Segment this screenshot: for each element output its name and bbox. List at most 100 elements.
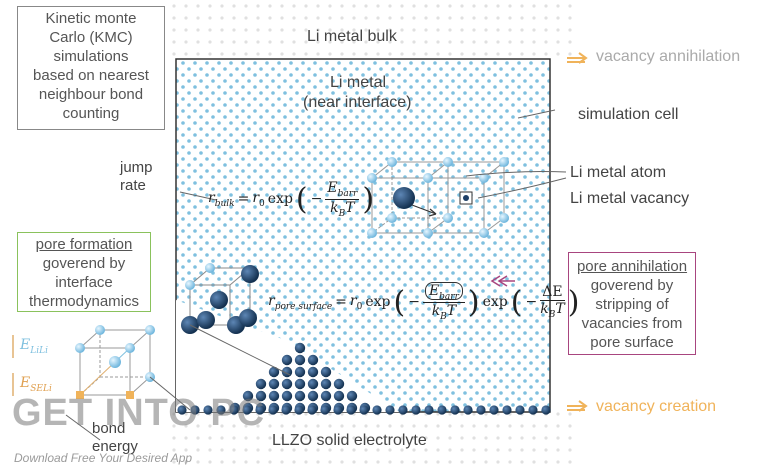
interface-atom [450, 405, 460, 415]
eq-exp: exp [365, 294, 391, 311]
pore-atom [294, 366, 306, 378]
label-li-metal-bulk: Li metal bulk [307, 28, 397, 45]
pore-surface-cube-atoms [181, 263, 259, 334]
eq-exp: exp [267, 191, 293, 208]
interface-atom [177, 405, 187, 415]
pore-annihilation-line: pore surface [590, 334, 674, 351]
eq-fraction: Ebarr kBT [325, 180, 360, 219]
interface-atom [268, 405, 278, 415]
eq-r0: r0 [252, 189, 265, 209]
interface-atom [528, 405, 538, 415]
label-li-metal-vacancy: Li metal vacancy [570, 190, 690, 207]
pore-atom [333, 390, 345, 402]
pore-atom [307, 378, 319, 390]
pore-annihilation-box: pore annihilation goverend by stripping … [568, 252, 696, 355]
interface-atom [320, 405, 330, 415]
interface-atom [411, 405, 421, 415]
interface-atom [333, 405, 343, 415]
label-li-metal-atom: Li metal atom [570, 164, 667, 181]
pore-atom [255, 390, 267, 402]
pore-formation-box: pore formation goverend by interface the… [17, 232, 151, 312]
pore-atom [255, 378, 267, 390]
kmc-line: based on nearest [33, 67, 149, 84]
interface-atom [502, 405, 512, 415]
pore-atom [268, 378, 280, 390]
label-li-metal: Li metal [330, 74, 387, 91]
electrolyte-lattice [165, 412, 575, 471]
label-vacancy-annihilation: vacancy annihilation [596, 48, 741, 65]
pore-atom [294, 342, 306, 354]
interface-atom [372, 405, 382, 415]
vacancy-arrows [567, 52, 588, 412]
interface-atom-row [177, 405, 551, 415]
pore-surface-rate-equation: rpore surface = r0 exp ( − Ebarr kBT ) e… [268, 282, 580, 322]
kmc-line: Kinetic monte [45, 10, 137, 27]
pore-atom [307, 354, 319, 366]
label-jump: jump [120, 159, 153, 176]
interface-atom [437, 405, 447, 415]
pore-formation-line: thermodynamics [28, 293, 140, 310]
kmc-line: neighbour bond [38, 86, 144, 103]
label-rate: rate [120, 177, 146, 194]
kmc-description-box: Kinetic monte Carlo (KMC) simulations ba… [17, 6, 165, 130]
pore-atom [281, 378, 293, 390]
interface-atom [515, 405, 525, 415]
label-llzo: LLZO solid electrolyte [272, 432, 427, 449]
pore-atom [320, 390, 332, 402]
interface-atom [463, 405, 473, 415]
kmc-line: counting [62, 105, 120, 122]
pore-annihilation-title: pore annihilation [576, 258, 688, 275]
e-lili-label: ELiLi [20, 337, 48, 356]
pore-annihilation-line: stripping of [595, 296, 669, 313]
interface-atom [216, 405, 226, 415]
pore-atom [320, 366, 332, 378]
eq-exp: exp [482, 294, 508, 311]
bulk-lattice-top [165, 0, 575, 60]
pore-atom [333, 378, 345, 390]
pore-formation-title: pore formation [35, 236, 133, 253]
pore-atom [294, 354, 306, 366]
label-vacancy-creation: vacancy creation [596, 398, 717, 415]
eq-fraction-delta: ΔE kBT [540, 284, 565, 321]
pore-atom [281, 354, 293, 366]
interface-atom [307, 405, 317, 415]
pore-atom [281, 390, 293, 402]
bulk-hop-atoms [367, 157, 509, 238]
eq-bulk-lhs: rbulk [208, 189, 235, 209]
interface-atom [190, 405, 200, 415]
interface-atom [294, 405, 304, 415]
eq-pore-lhs: rpore surface [268, 292, 333, 312]
interface-atom [281, 405, 291, 415]
pore-formation-line: interface [55, 274, 113, 291]
interface-atom [489, 405, 499, 415]
interface-atom [346, 405, 356, 415]
e-seli-label: ESELi [20, 375, 52, 394]
pore-formation-line: goverend by [42, 255, 126, 272]
kmc-line: simulations [53, 48, 129, 65]
interface-atom [255, 405, 265, 415]
pore-atom [307, 366, 319, 378]
interface-atom [229, 405, 239, 415]
pore-atom [294, 390, 306, 402]
pore-atom [320, 378, 332, 390]
annihilation-arrow [490, 275, 515, 287]
interface-atom [541, 405, 551, 415]
interface-atom [203, 405, 213, 415]
pore-atom [294, 378, 306, 390]
interface-atom [424, 405, 434, 415]
leader-lines [65, 109, 567, 441]
watermark-tagline: Download Free Your Desired App [14, 451, 193, 465]
pore-atom [307, 390, 319, 402]
pore-atom [346, 390, 358, 402]
watermark-title: GET INTO PC [12, 392, 266, 434]
bulk-rate-equation: rbulk = r0 exp ( − Ebarr kBT ) [208, 180, 375, 219]
label-simulation-cell: simulation cell [578, 106, 679, 123]
pore-atom [268, 366, 280, 378]
interface-atom [476, 405, 486, 415]
interface-atom [398, 405, 408, 415]
interface-atom [359, 405, 369, 415]
eq-r0: r0 [349, 292, 363, 312]
interface-atom [385, 405, 395, 415]
label-bond: bond [92, 420, 126, 437]
